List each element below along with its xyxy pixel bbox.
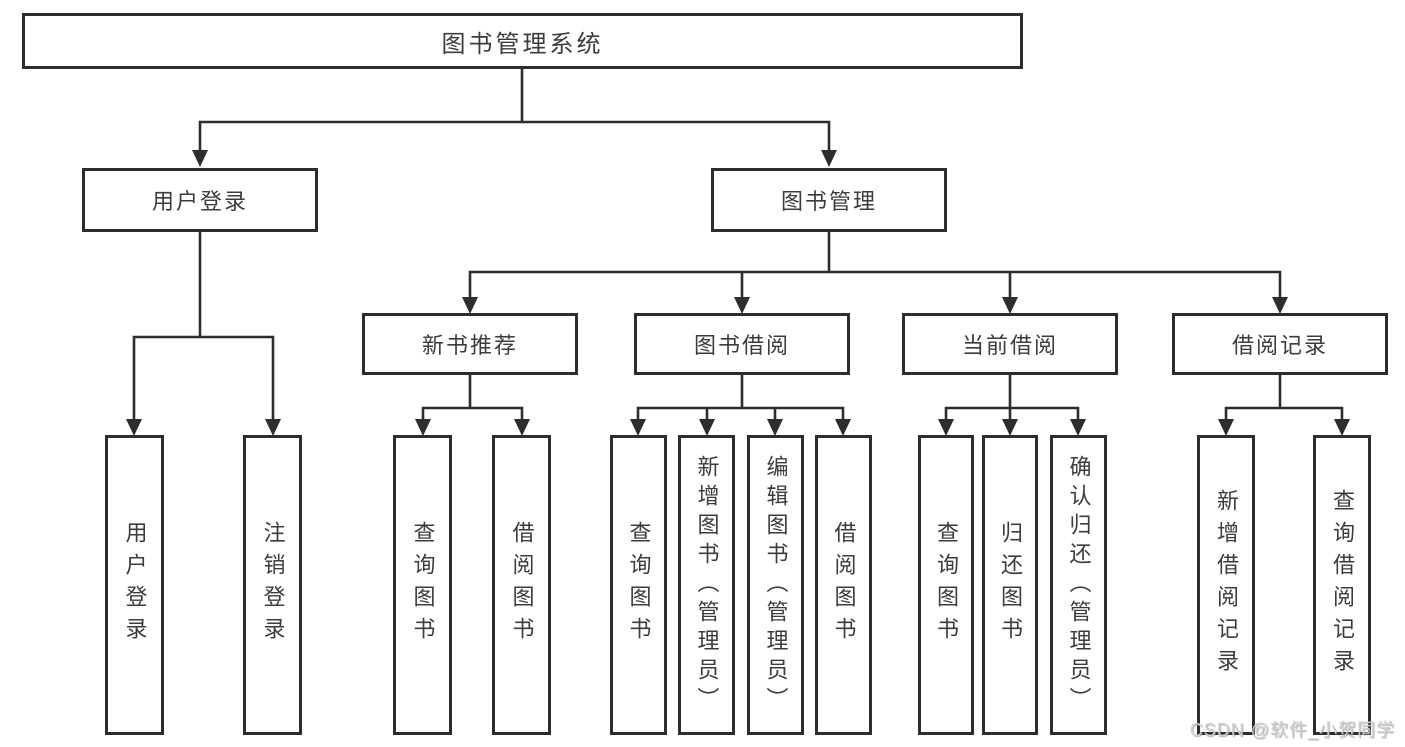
node-new-book-recommend-label: 新书推荐	[421, 333, 518, 358]
connector-current-borrow	[938, 373, 1086, 436]
leaf-add-borrow-record-label: 新增借阅记录	[1214, 489, 1239, 681]
arrow-down-icon	[265, 419, 281, 436]
arrow-down-icon	[415, 419, 431, 436]
arrow-down-icon	[699, 419, 715, 436]
leaf-user-login: 用户登录	[105, 435, 164, 735]
leaf-confirm-return-admin: 确认归还（管理员）	[1050, 435, 1107, 735]
node-borrow-record: 借阅记录	[1172, 313, 1388, 375]
node-book-management: 图书管理	[711, 168, 947, 232]
arrow-down-icon	[462, 297, 478, 314]
leaf-borrow-books-1-label: 借阅图书	[509, 521, 535, 649]
arrow-down-icon	[1218, 419, 1234, 436]
leaf-add-borrow-record: 新增借阅记录	[1197, 435, 1255, 735]
node-current-borrow-label: 当前借阅	[961, 333, 1058, 358]
leaf-edit-book-admin-label: 编辑图书（管理员）	[763, 454, 789, 716]
arrow-down-icon	[767, 419, 783, 436]
leaf-borrow-books-1: 借阅图书	[492, 435, 551, 735]
leaf-add-book-admin: 新增图书（管理员）	[678, 435, 735, 735]
leaf-borrow-books-2: 借阅图书	[815, 435, 872, 735]
arrow-down-icon	[192, 150, 208, 167]
leaf-return-book-label: 归还图书	[998, 521, 1023, 649]
leaf-query-borrow-record: 查询借阅记录	[1313, 435, 1371, 735]
leaf-query-books-3: 查询图书	[918, 435, 974, 735]
leaf-query-books-3-label: 查询图书	[934, 521, 959, 649]
connector-borrow-record	[1218, 373, 1350, 436]
leaf-query-books-1-label: 查询图书	[410, 521, 436, 649]
leaf-query-borrow-record-label: 查询借阅记录	[1330, 489, 1355, 681]
connector-new-book-recommend	[415, 373, 530, 436]
node-book-borrow-label: 图书借阅	[693, 333, 790, 358]
node-root-label: 图书管理系统	[441, 30, 604, 58]
arrow-down-icon	[126, 419, 142, 436]
connector-book-borrow	[630, 373, 851, 436]
leaf-add-book-admin-label: 新增图书（管理员）	[694, 454, 720, 716]
arrow-down-icon	[514, 419, 530, 436]
leaf-query-books-2: 查询图书	[610, 435, 667, 735]
leaf-return-book: 归还图书	[982, 435, 1038, 735]
watermark: CSDN @软件_小贺同学	[1189, 720, 1395, 740]
arrow-down-icon	[821, 150, 837, 167]
node-current-borrow: 当前借阅	[902, 313, 1118, 375]
leaf-edit-book-admin: 编辑图书（管理员）	[747, 435, 804, 735]
connector-book-management	[462, 230, 1288, 314]
node-user-login-label: 用户登录	[151, 189, 248, 214]
arrow-down-icon	[630, 419, 646, 436]
node-root: 图书管理系统	[22, 13, 1023, 69]
arrow-down-icon	[734, 297, 750, 314]
node-book-borrow: 图书借阅	[634, 313, 850, 375]
leaf-confirm-return-admin-label: 确认归还（管理员）	[1066, 454, 1092, 716]
node-borrow-record-label: 借阅记录	[1231, 333, 1328, 358]
arrow-down-icon	[1070, 419, 1086, 436]
arrow-down-icon	[938, 419, 954, 436]
leaf-logout-label: 注销登录	[260, 521, 286, 649]
leaf-user-login-label: 用户登录	[122, 521, 148, 649]
node-book-management-label: 图书管理	[780, 189, 877, 214]
leaf-query-books-2-label: 查询图书	[626, 521, 652, 649]
leaf-logout: 注销登录	[243, 435, 302, 735]
leaf-query-books-1: 查询图书	[393, 435, 452, 735]
arrow-down-icon	[1272, 297, 1288, 314]
connector-user-login	[126, 230, 281, 436]
leaf-borrow-books-2-label: 借阅图书	[831, 521, 857, 649]
connector-root	[192, 67, 837, 167]
arrow-down-icon	[1334, 419, 1350, 436]
arrow-down-icon	[1002, 297, 1018, 314]
arrow-down-icon	[835, 419, 851, 436]
arrow-down-icon	[1002, 419, 1018, 436]
node-user-login: 用户登录	[82, 168, 318, 232]
node-new-book-recommend: 新书推荐	[362, 313, 578, 375]
